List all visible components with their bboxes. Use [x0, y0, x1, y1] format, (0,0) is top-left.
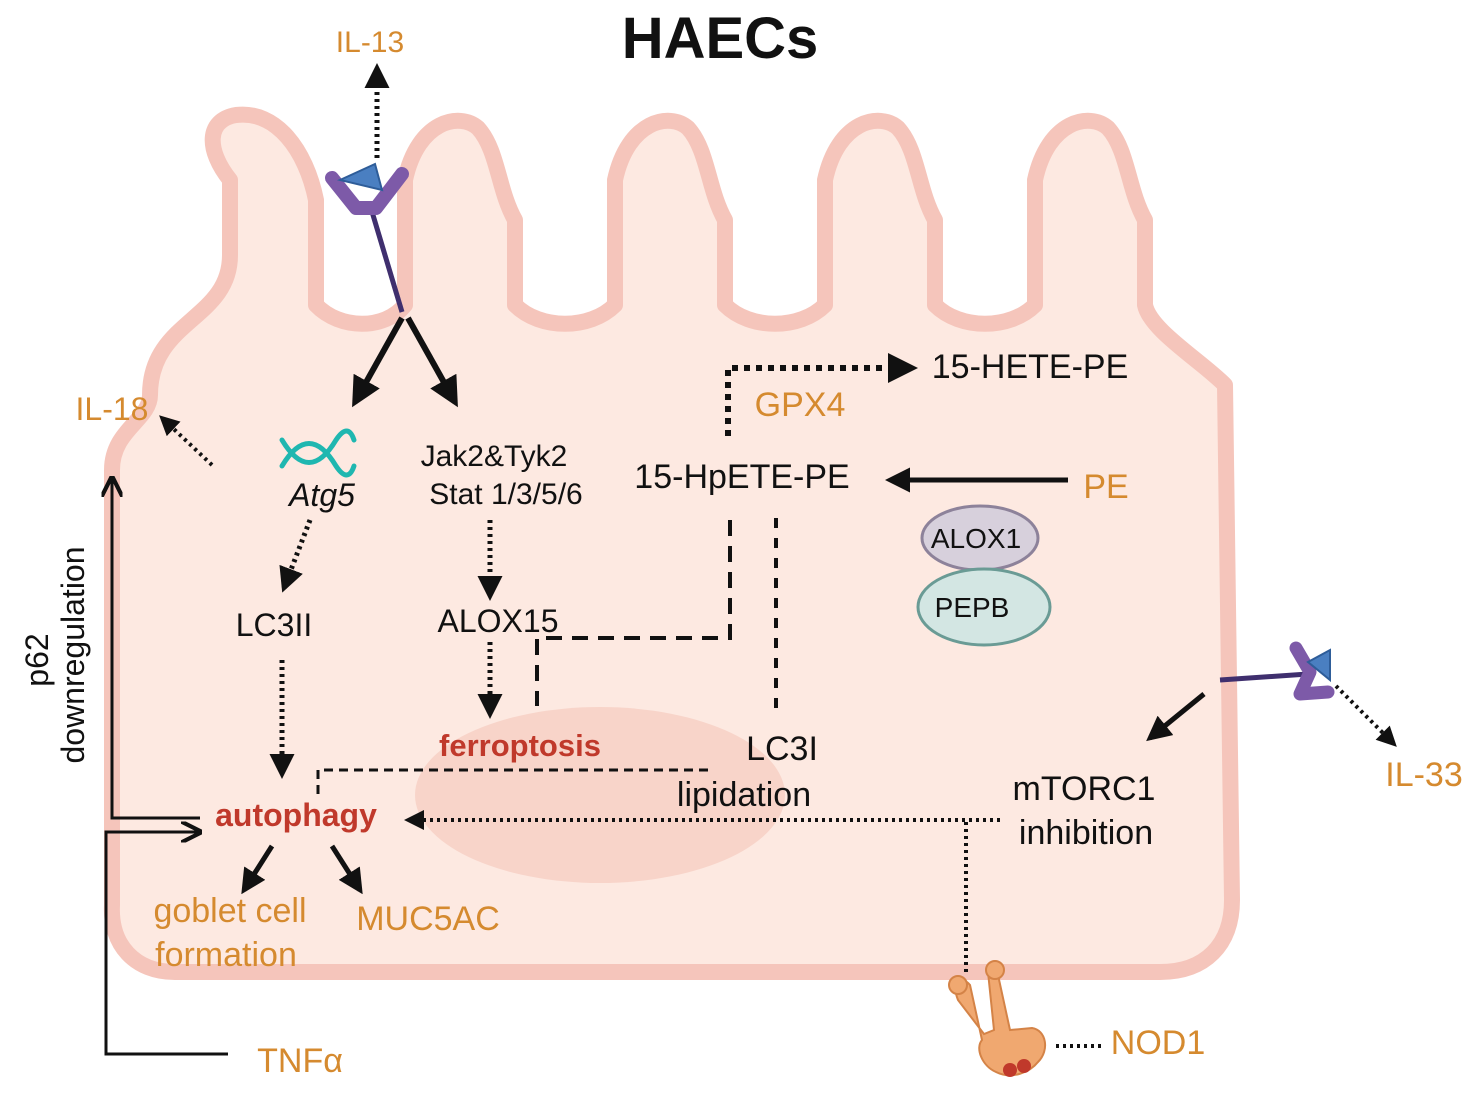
il18-label: IL-18: [76, 391, 149, 427]
nod1-protein-icon: [948, 960, 1047, 1077]
tnfa-arrow: [104, 832, 228, 1056]
stat-label: Stat 1/3/5/6: [429, 478, 582, 511]
il18-secretion-arrow: [159, 415, 214, 467]
jak-tyk-label: Jak2&Tyk2: [421, 440, 568, 473]
epithelial-cell: [103, 106, 1240, 980]
receptor-to-atg5-arrow: [352, 316, 405, 408]
p62-label: p62: [19, 633, 55, 686]
receptor-to-jak-arrow: [405, 316, 458, 408]
downregulation-label: downregulation: [55, 546, 91, 763]
page-title: HAECs: [622, 6, 819, 71]
il13-receptor-icon: [325, 162, 409, 313]
autophagy-to-muc5ac-arrow: [329, 844, 363, 895]
p62-feedback-arrow: [112, 478, 200, 820]
il33-to-mtorc1-arrow: [1146, 692, 1206, 742]
nod1-label: NOD1: [1111, 1024, 1205, 1062]
mtorc1-label: mTORC1: [1013, 770, 1156, 808]
lc3ii-label: LC3II: [236, 607, 312, 643]
inhibition-label: inhibition: [1019, 814, 1153, 852]
autophagy-to-goblet-arrow: [241, 844, 275, 895]
il33-secretion-arrow: [1334, 684, 1397, 747]
lipidation-autophagy-link: [316, 768, 708, 800]
lc3i-label: LC3I: [746, 730, 818, 768]
atg5-to-lc3ii-arrow: [279, 519, 313, 593]
pepb-label: PEPB: [935, 592, 1010, 623]
gpx4-label: GPX4: [755, 386, 846, 424]
ferroptosis-label: ferroptosis: [439, 728, 601, 763]
hete-label: 15-HETE-PE: [932, 348, 1129, 386]
il33-label: IL-33: [1385, 756, 1463, 794]
hpete-ferroptosis-link: [535, 520, 732, 706]
alox15-label: ALOX15: [438, 603, 559, 639]
pe-label: PE: [1083, 468, 1128, 506]
hpete-label: 15-HpETE-PE: [634, 458, 849, 496]
il33-receptor-icon: [1219, 641, 1335, 701]
il13-label: IL-13: [336, 26, 404, 59]
goblet-label: goblet cell: [153, 892, 306, 930]
tnfa-label: TNFα: [257, 1042, 343, 1080]
autophagy-label: autophagy: [215, 797, 377, 833]
nucleus: [415, 707, 785, 883]
atg5-label: Atg5: [287, 477, 355, 513]
pepb-shape: [916, 567, 1052, 647]
alox1-label: ALOX1: [931, 523, 1021, 554]
lipidation-label: lipidation: [677, 776, 811, 814]
dna-helix-icon: [279, 428, 357, 478]
muc5ac-label: MUC5AC: [356, 900, 500, 938]
formation-label: formation: [155, 936, 297, 974]
